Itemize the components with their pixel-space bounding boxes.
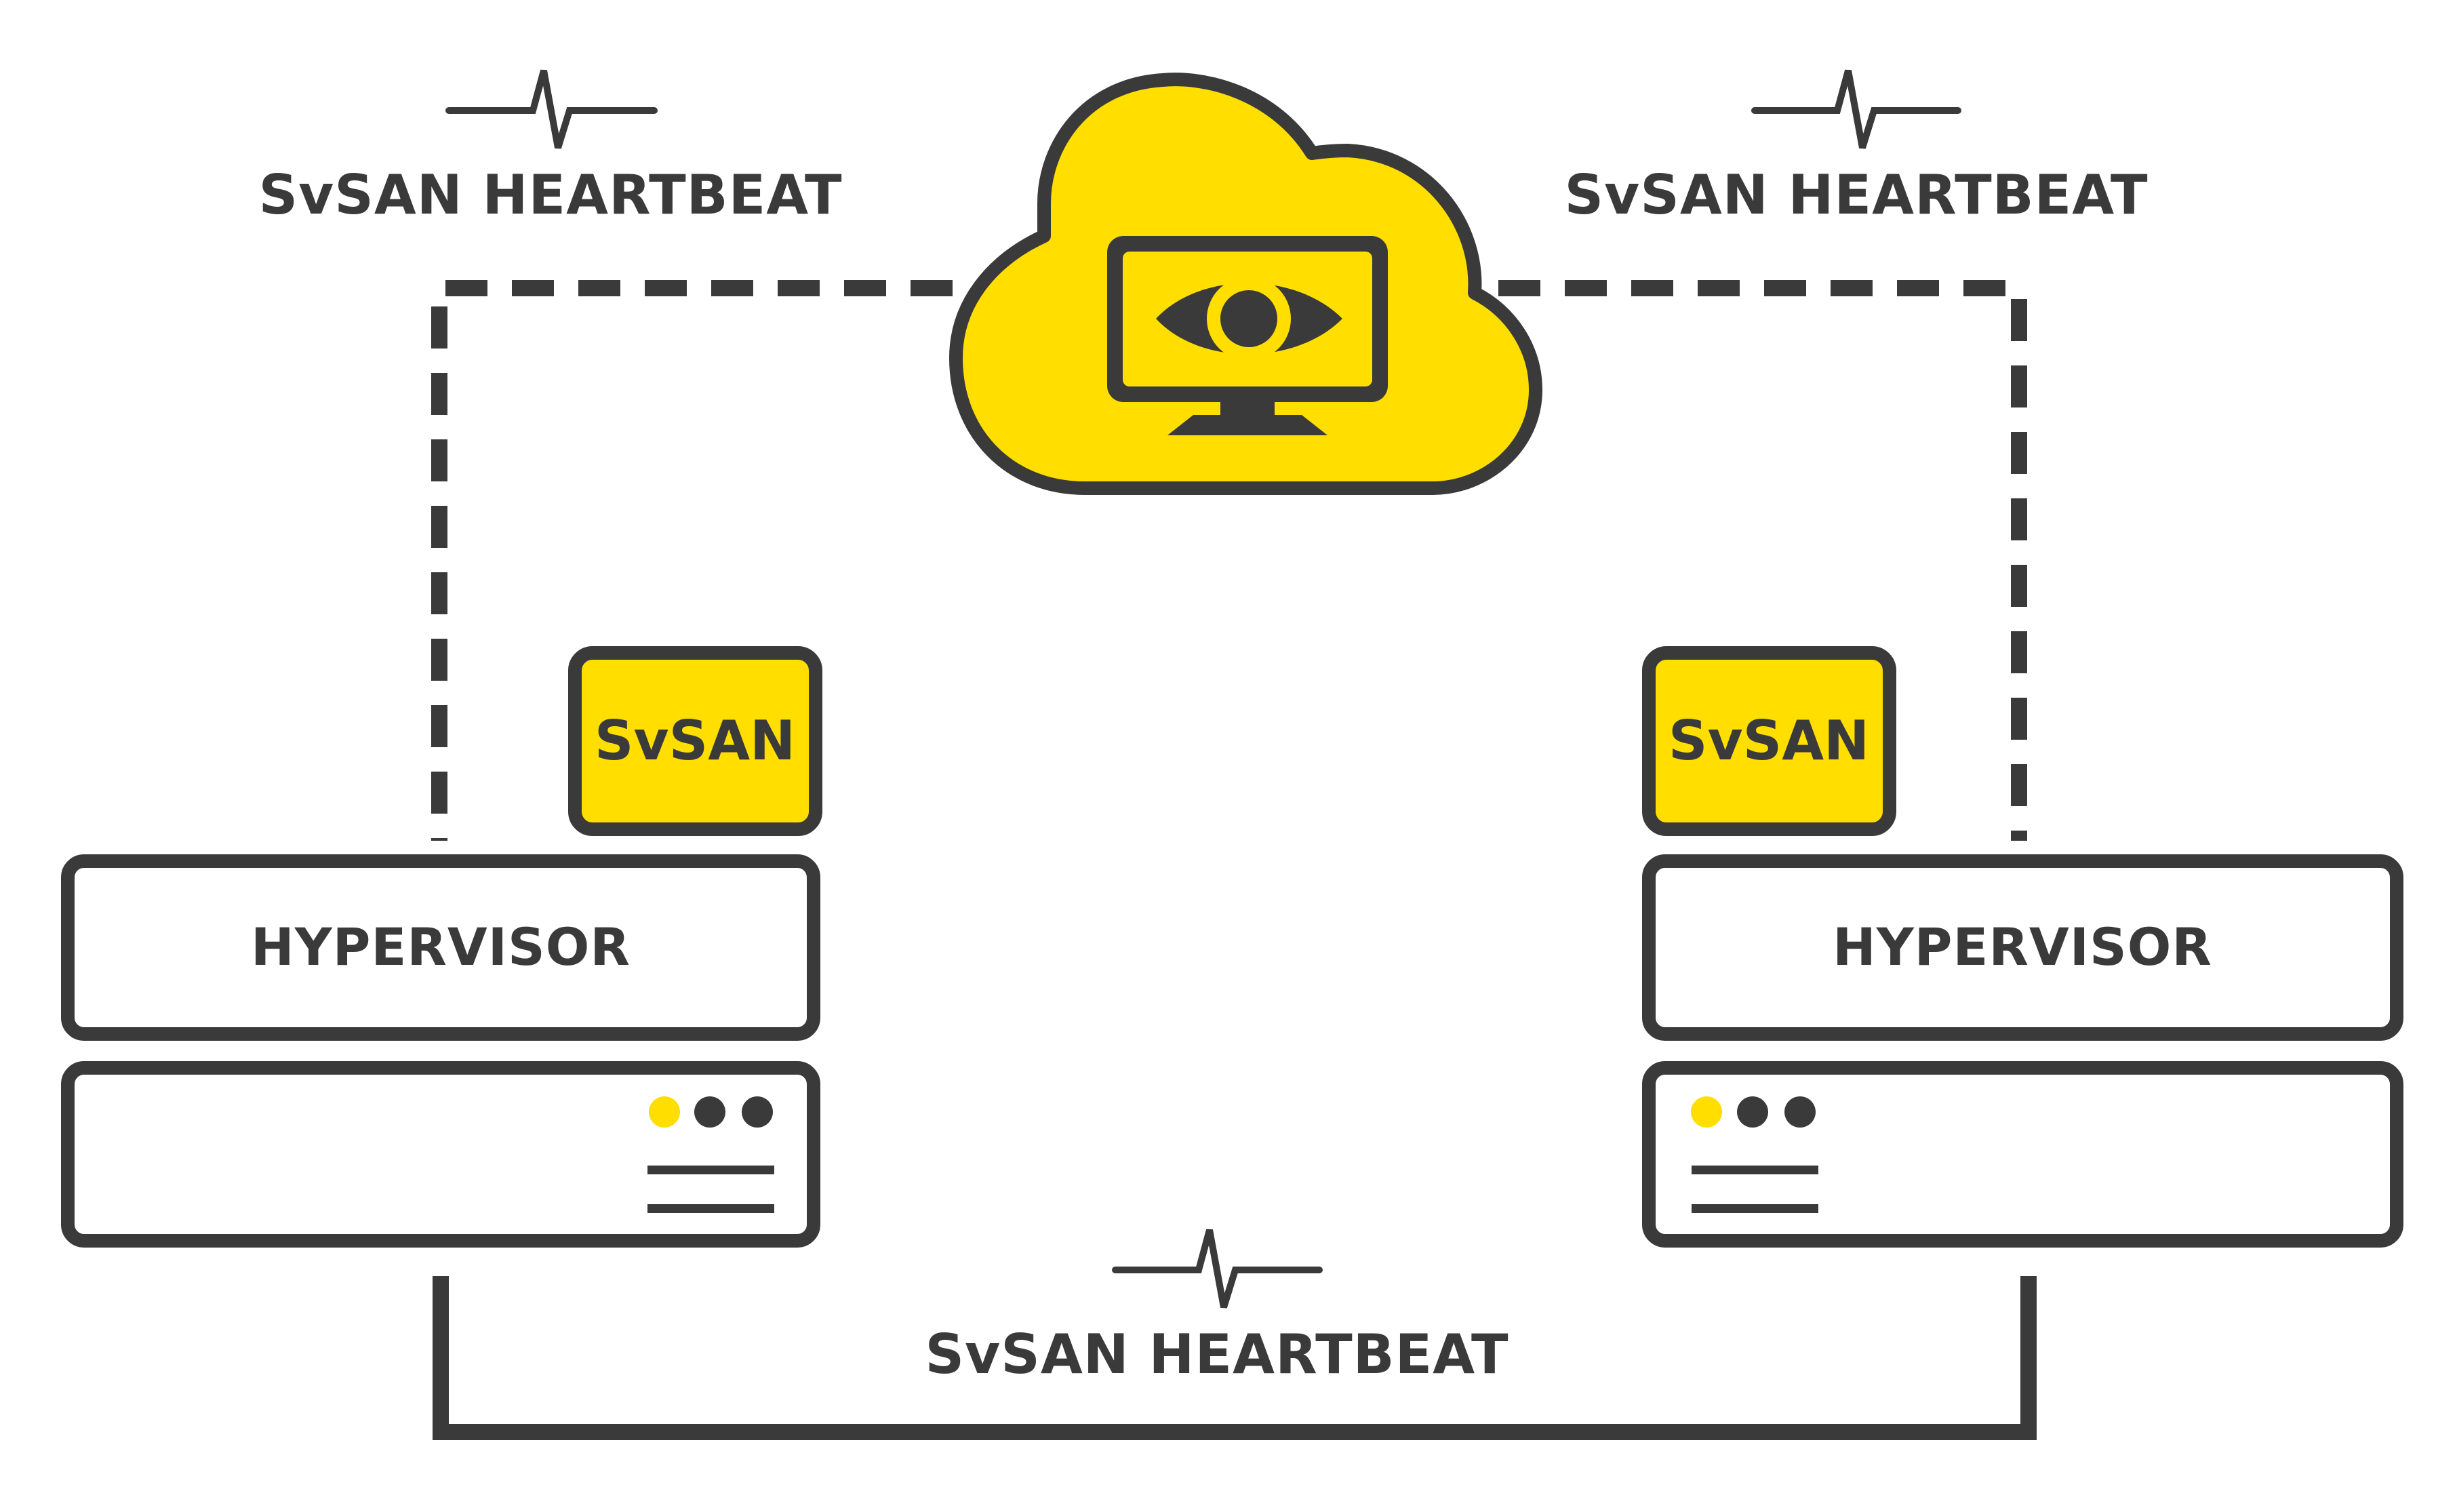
svsan-label-left: SvSAN xyxy=(595,709,795,772)
heartbeat-label-top-left: SvSAN HEARTBEAT xyxy=(258,163,842,226)
heartbeat-label-top-right: SvSAN HEARTBEAT xyxy=(1564,163,2148,226)
server-box-right xyxy=(1642,1061,2403,1248)
heartbeat-pulse-icon xyxy=(1112,1229,1323,1309)
hypervisor-box-right: HYPERVISOR xyxy=(1642,854,2403,1041)
status-led-off-icon xyxy=(1737,1096,1768,1128)
status-led-on-icon xyxy=(1691,1096,1722,1128)
status-led-on-icon xyxy=(649,1096,680,1128)
server-box-left xyxy=(61,1061,820,1248)
heartbeat-pulse-icon xyxy=(445,69,658,149)
heartbeat-label-bottom: SvSAN HEARTBEAT xyxy=(925,1323,1509,1386)
hypervisor-label-right: HYPERVISOR xyxy=(1833,917,2212,977)
witness-link-right xyxy=(1498,280,2027,841)
eye-icon xyxy=(1156,277,1342,361)
server-vent-line xyxy=(647,1166,774,1174)
server-vent-line xyxy=(1692,1166,1818,1174)
svsan-box-right: SvSAN xyxy=(1642,646,1896,836)
server-vent-line xyxy=(647,1204,774,1213)
server-vent-line xyxy=(1692,1204,1818,1213)
heartbeat-pulse-icon xyxy=(1751,69,1961,149)
status-led-off-icon xyxy=(1784,1096,1816,1128)
heartbeat-link-bottom xyxy=(433,1276,2037,1440)
hypervisor-box-left: HYPERVISOR xyxy=(61,854,820,1041)
status-led-off-icon xyxy=(694,1096,725,1128)
svsan-label-right: SvSAN xyxy=(1669,709,1869,772)
hypervisor-label-left: HYPERVISOR xyxy=(251,917,631,977)
svsan-box-left: SvSAN xyxy=(568,646,822,836)
witness-link-left xyxy=(431,280,953,841)
status-led-off-icon xyxy=(742,1096,773,1128)
